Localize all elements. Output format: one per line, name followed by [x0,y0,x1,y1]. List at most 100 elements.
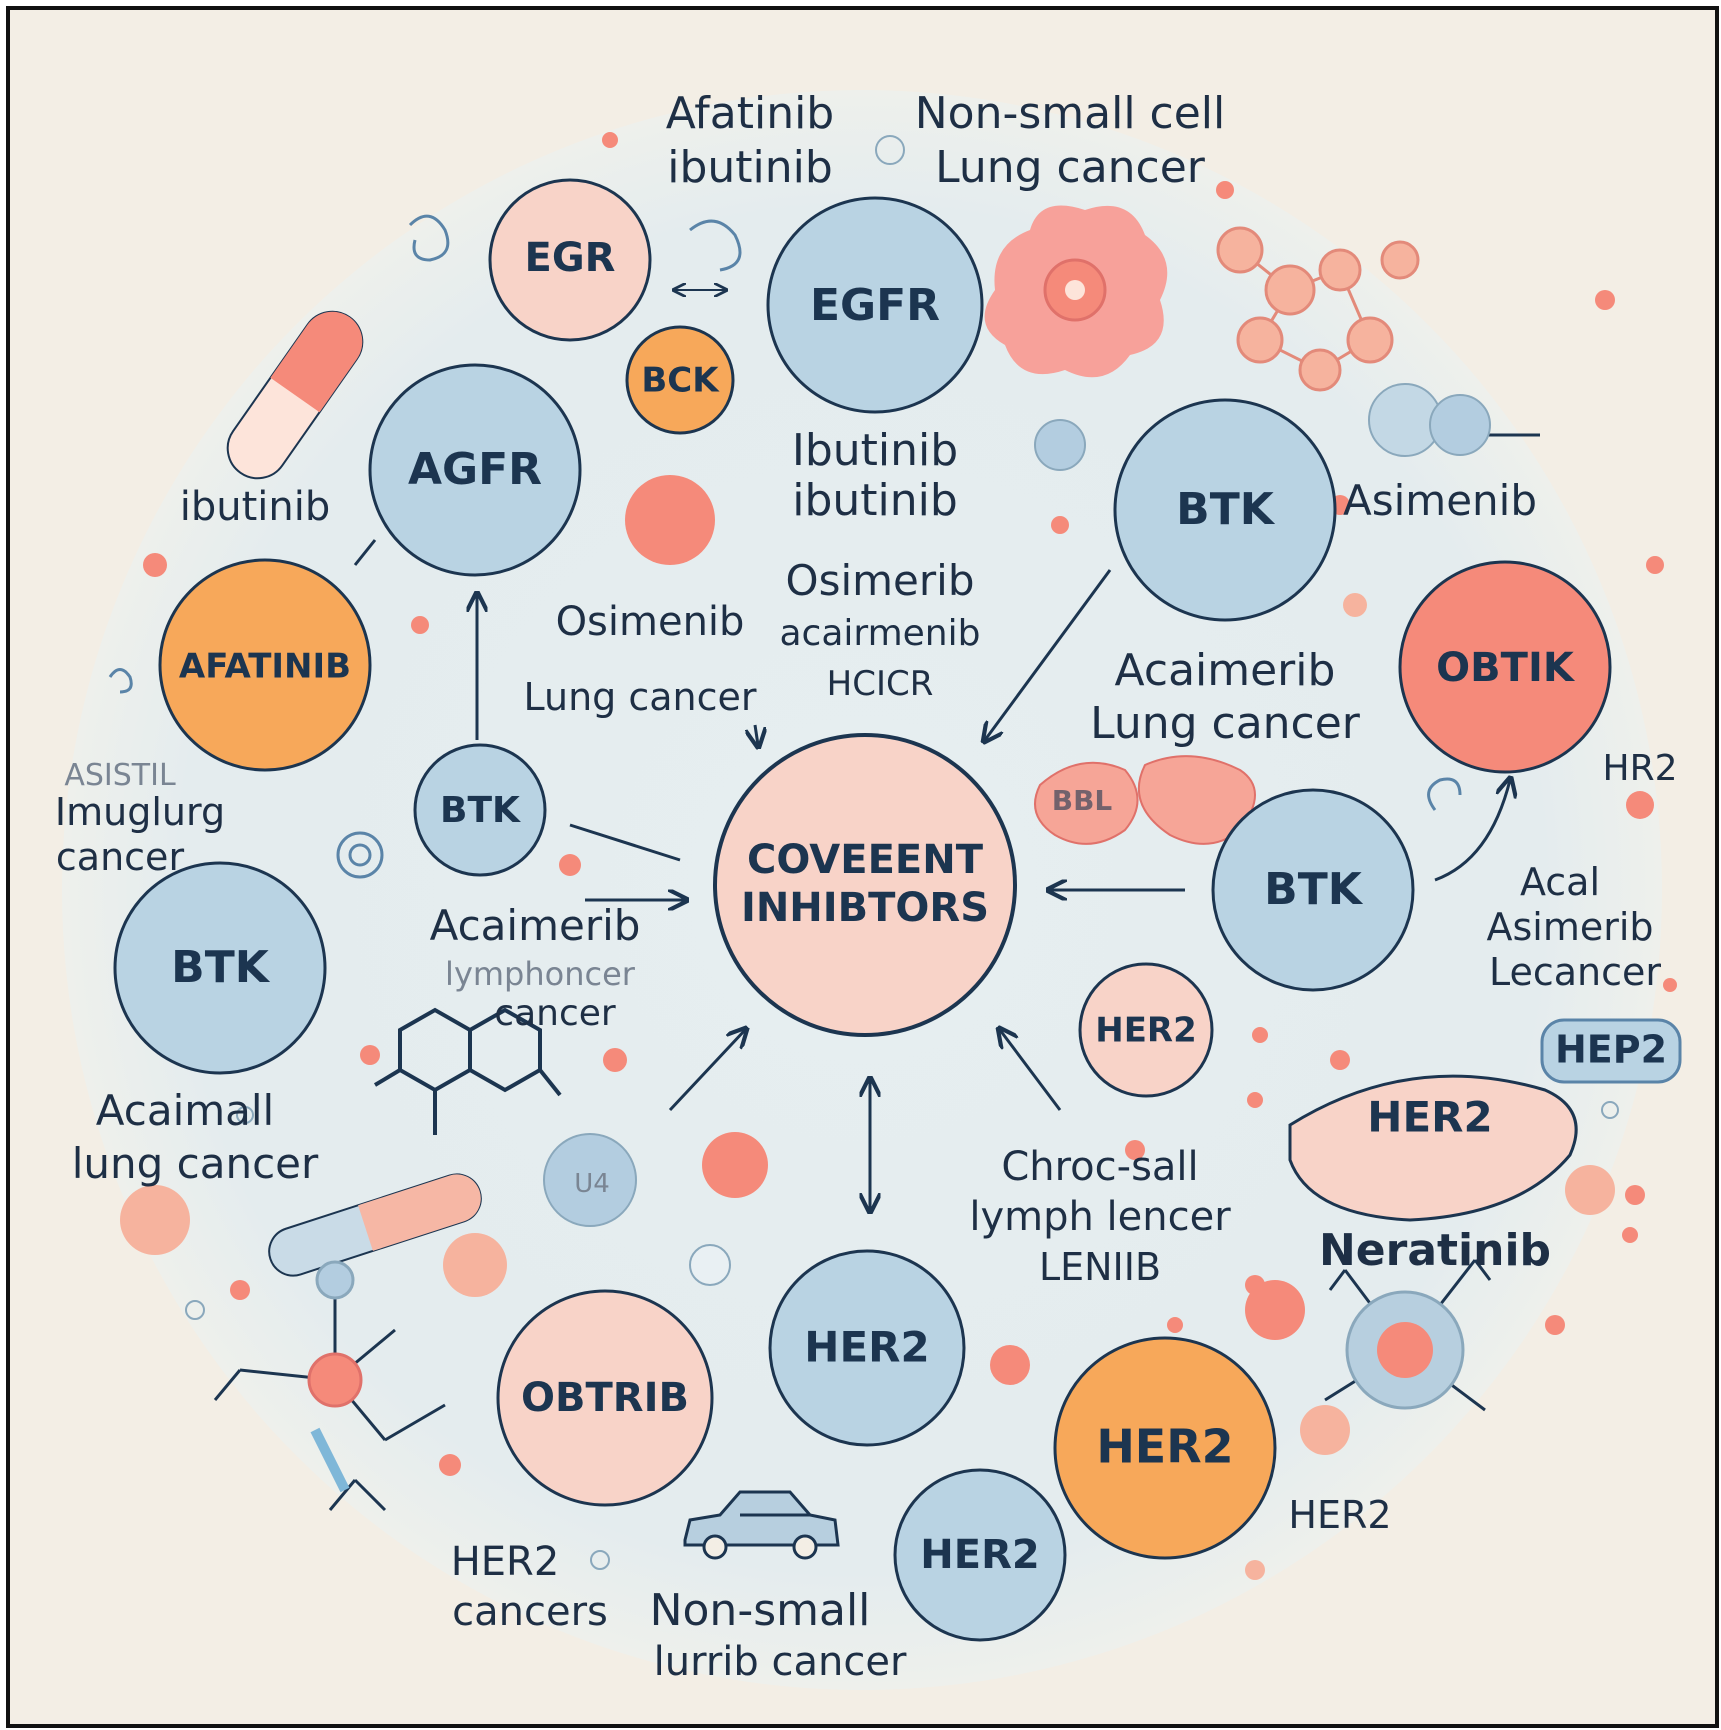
node-btk-small-label: BTK [440,790,521,831]
label-nsclc-top: Non-small cell Lung cancer [915,88,1226,193]
label-imuglurg: ASISTIL Imuglurg cancer [55,758,225,879]
label-line: acairmenib [780,613,981,654]
connector-arrows [353,290,1510,1210]
node-obtrib: OBTRIB [496,1289,714,1507]
node-egr: EGR [488,178,652,342]
label-line: Afatinib [666,88,835,139]
label-lung-cancer-mid: Lung cancer [523,675,756,719]
node-btk-right: BTK [1211,788,1415,992]
label-line: Osimerib [786,556,975,605]
node-bbl-blob-label: BBL [1052,784,1113,817]
node-egr-label: EGR [525,235,616,281]
label-line: HCICR [827,664,934,704]
label-nsclc-bottom: Non-small lurrib cancer [650,1585,907,1685]
label-line: Lecancer [1489,950,1661,994]
node-her2-bottom-label: HER2 [920,1532,1039,1578]
arrow-btk-to-obtik [1434,780,1510,882]
node-bck: BCK [625,325,735,435]
node-afatinib: AFATINIB [158,558,372,772]
label-line: cancer [494,993,616,1034]
node-her2-center: HER2 [768,1249,966,1447]
label-her2-faint: HER2 [1288,1493,1391,1537]
hexagon-structure-icon [373,1007,562,1135]
node-bck-label: BCK [641,361,720,401]
label-line: HER2 [1288,1493,1391,1537]
car-icon [683,1490,840,1560]
free-labels: Afatinib ibutinib Non-small cell Lung ca… [55,88,1678,1685]
capsule-icon [268,1173,482,1277]
label-asimerib-right: Acal Asimerib Lecancer [1486,860,1661,994]
arrow-btksmall-to-center [569,823,681,862]
label-line: Ibutinib [792,425,958,476]
arrow-btk-to-center [985,569,1112,740]
node-btk-top-right-label: BTK [1176,484,1276,535]
label-acaimerib-left: Acaimerib lymphoncer cancer [430,901,641,1034]
label-line: Imuglurg [55,790,225,834]
node-her2-small-label: HER2 [1095,1011,1197,1051]
label-line: LENIIB [1039,1245,1161,1289]
label-line: Non-small cell [915,88,1226,139]
node-her2-badge-label: HEP2 [1555,1028,1667,1072]
infographic-frame: EGR EGFR BCK AGFR BTK AFATINIB OBTIK BT [6,6,1719,1728]
decor-dots [120,132,1677,1580]
node-btk-top-right: BTK [1113,398,1337,622]
connector-agfr-afatinib [353,539,377,566]
cell-receptor-icon [1324,1259,1492,1412]
node-btk-left-label: BTK [171,942,271,993]
node-afatinib-label: AFATINIB [179,647,351,687]
label-acaimerib-lung: Acaimerib Lung cancer [1090,645,1361,749]
label-her2-cancers: HER2 cancers [451,1539,608,1635]
arrow-lung-to-center [755,724,758,745]
label-line: ibutinib [180,484,331,530]
node-her2-small: HER2 [1078,962,1214,1098]
center-title-line-2: INHIBTORS [741,885,989,931]
label-line: Lung cancer [935,142,1206,193]
central-hub: COVEEENT INHIBTORS [713,733,1017,1037]
node-btk-small: BTK [413,743,547,877]
label-ibutinib-center: Ibutinib ibutinib [792,425,958,526]
label-line: Osimenib [556,599,745,645]
capsule-icon [226,310,364,480]
label-acaimall: Acaimall lung cancer [72,1086,319,1188]
label-line: Acaimerib [430,901,641,950]
label-line: Neratinib [1319,1225,1551,1276]
label-ibutinib-left: ibutinib [180,484,331,530]
label-chroc-sall: Chroc-sall lymph lencer LENIIB [969,1144,1231,1289]
label-line: ibutinib [792,475,958,526]
node-her2-orange-label: HER2 [1096,1420,1233,1474]
label-line: Chroc-sall [1001,1144,1198,1190]
molecule-network-icon [1216,226,1420,392]
node-egfr-label: EGFR [810,280,940,331]
node-her2-bottom: HER2 [893,1468,1067,1642]
node-obtik: OBTIK [1398,560,1612,774]
label-line: Lung cancer [1090,698,1361,749]
label-line: cancers [452,1589,608,1635]
label-hr2: HR2 [1603,748,1678,789]
label-ua-mark: U4 [574,1169,610,1199]
dumbbell-molecule-icon [1368,383,1540,457]
covalent-inhibitors-diagram: EGR EGFR BCK AGFR BTK AFATINIB OBTIK BT [55,88,1682,1690]
label-line: ASISTIL [64,758,176,793]
branched-molecule-icon [213,1260,446,1512]
label-osimerib-stack: Osimerib acairmenib HCICR [780,556,981,704]
label-afatinib-ibutinib: Afatinib ibutinib [666,88,835,193]
node-btk-right-label: BTK [1264,864,1364,915]
label-line: lymphoncer [445,955,636,993]
node-egfr: EGFR [766,196,984,414]
node-agfr-label: AGFR [408,444,542,495]
node-obtrib-label: OBTRIB [521,1375,689,1421]
node-her2-badge: HEP2 [1540,1018,1682,1084]
label-line: ibutinib [667,142,833,193]
label-line: HR2 [1603,748,1678,789]
node-agfr: AGFR [368,363,582,577]
label-neratinib: Neratinib [1319,1225,1551,1276]
label-line: lurrib cancer [654,1639,907,1685]
node-obtik-label: OBTIK [1436,645,1576,691]
arrow-lower-right-to-center [1000,1030,1062,1111]
label-line: HER2 [451,1539,560,1585]
label-line: Non-small [650,1585,871,1636]
node-btk-left: BTK [113,861,327,1075]
label-line: Asimenib [1343,476,1537,525]
label-line: Acaimall [96,1086,274,1135]
label-line: lymph lencer [969,1194,1231,1240]
